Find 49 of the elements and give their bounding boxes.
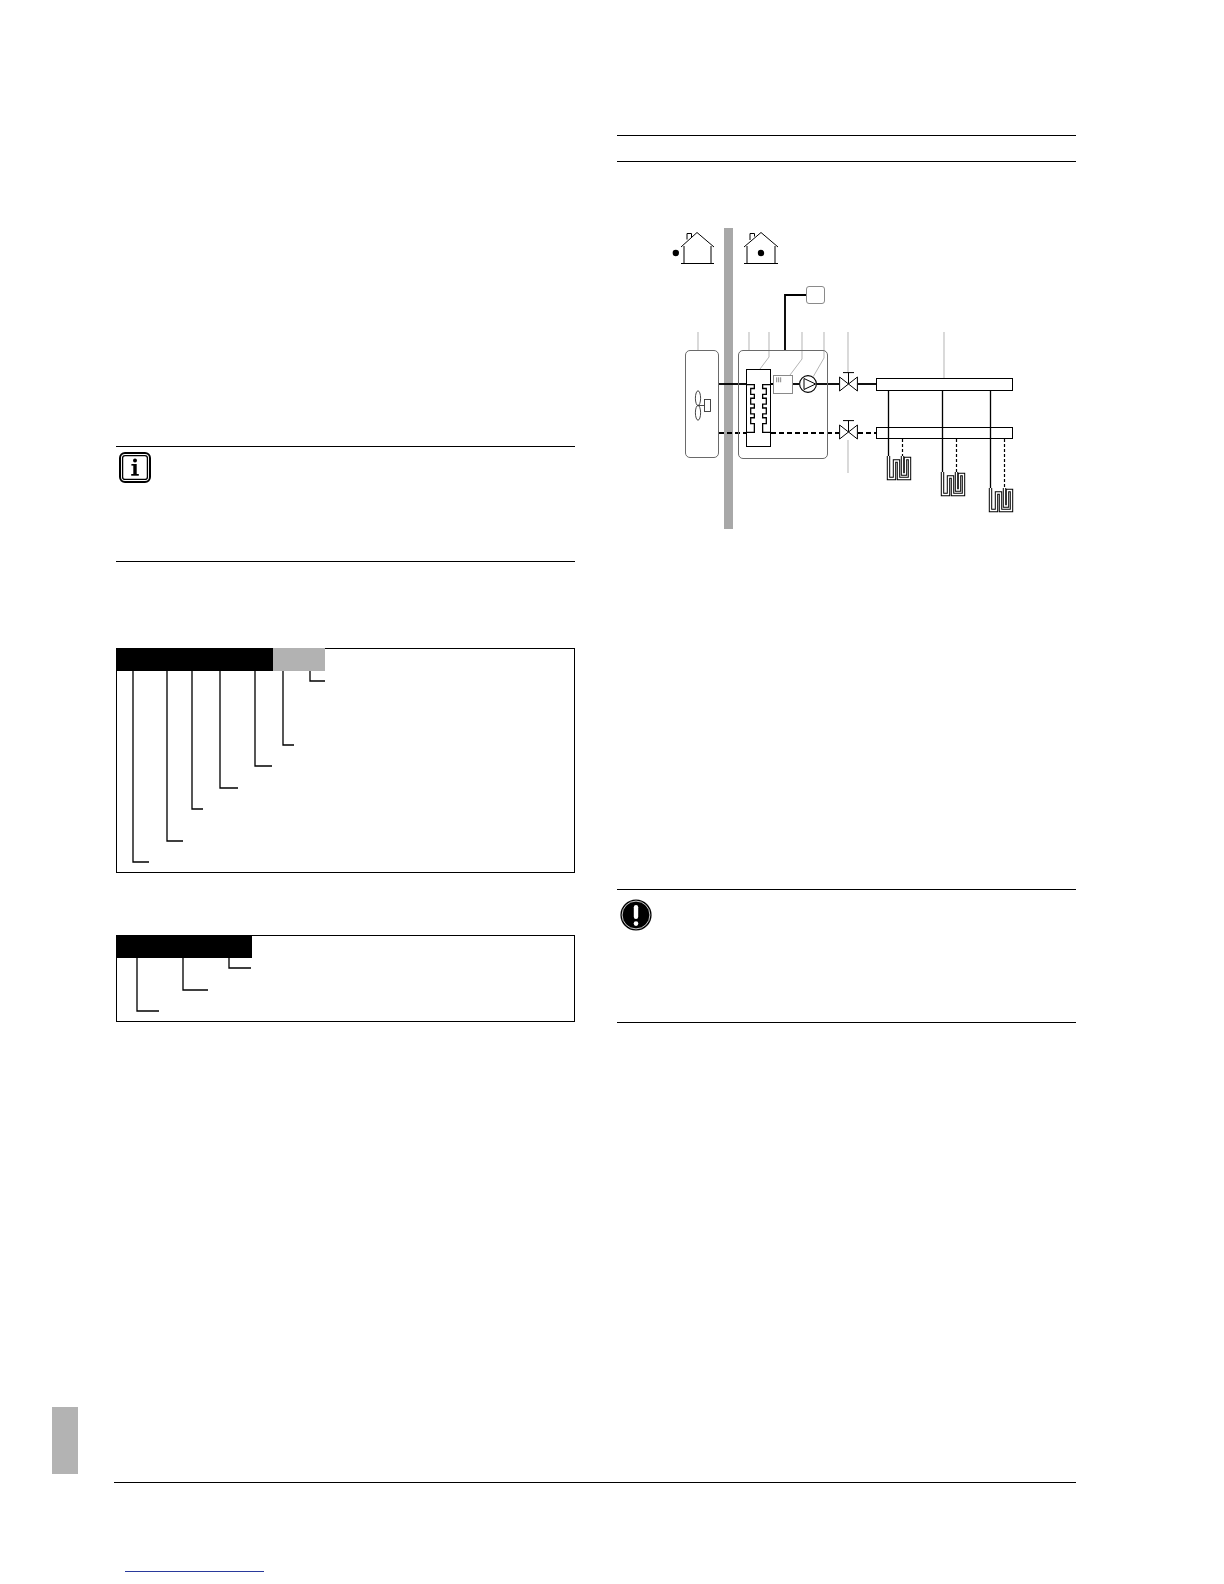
- pipe-line: [816, 383, 840, 385]
- control-cable: [784, 294, 807, 351]
- pipe-line: [1003, 438, 1006, 489]
- pipe-line: [857, 432, 877, 434]
- leader-line: [309, 670, 326, 682]
- heat-exchanger: [746, 369, 771, 447]
- backup-heater: [773, 375, 793, 394]
- shut-off-valve: [839, 372, 858, 392]
- outdoor-unit: [685, 350, 719, 458]
- leader-line: [943, 331, 945, 379]
- pipe-line: [718, 383, 747, 385]
- designation-bar: [116, 648, 273, 671]
- leader-line: [219, 670, 239, 789]
- leader-line: [847, 331, 849, 373]
- floor-heating-loop: [887, 456, 911, 480]
- pipe-line: [901, 438, 904, 457]
- leader-line: [254, 670, 273, 767]
- pipe-line: [718, 432, 747, 434]
- shut-off-valve: [839, 420, 858, 440]
- leader-line: [228, 957, 252, 969]
- manifold-bar: [876, 427, 1013, 439]
- pipe-line: [770, 432, 840, 434]
- leader-line: [697, 331, 699, 351]
- pump-symbol: [799, 375, 817, 393]
- pipe-line: [941, 390, 944, 473]
- leader-line: [748, 331, 750, 351]
- pipe-line: [792, 383, 800, 385]
- designation-bar: [273, 648, 325, 671]
- pipe-line: [857, 383, 877, 385]
- floor-heating-loop: [941, 472, 965, 496]
- leader-line: [132, 670, 150, 863]
- controller-box: [806, 286, 825, 304]
- manifold-bar: [876, 378, 1013, 391]
- leader-line: [847, 439, 849, 474]
- leader-line: [182, 957, 209, 991]
- leader-line: [812, 331, 825, 378]
- designation-bar: [116, 935, 252, 958]
- pipe-line: [989, 390, 992, 489]
- leader-line: [282, 670, 295, 746]
- leader-line: [166, 670, 184, 842]
- leader-line: [136, 957, 160, 1012]
- pipe-line: [887, 390, 890, 457]
- indoor-unit: [738, 350, 828, 459]
- leader-line: [759, 331, 770, 370]
- leader-line: [191, 670, 204, 810]
- leader-line: [789, 331, 803, 376]
- floor-heating-loop: [989, 488, 1013, 512]
- pipe-line: [770, 383, 774, 385]
- pipe-line: [955, 438, 958, 473]
